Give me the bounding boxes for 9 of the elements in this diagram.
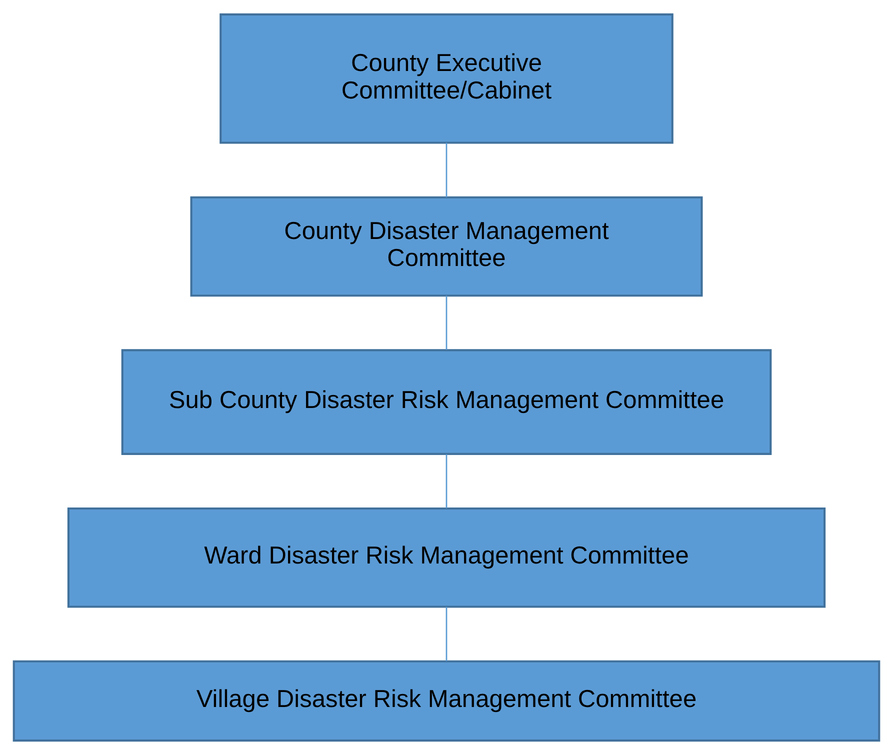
connector bbox=[446, 296, 448, 350]
connector bbox=[446, 142, 448, 198]
node-box: County Executive Committee/Cabinet bbox=[220, 13, 674, 144]
connector bbox=[446, 607, 448, 662]
connector bbox=[446, 454, 448, 508]
node-box: Sub County Disaster Risk Management Committee bbox=[121, 349, 772, 455]
node-box: Ward Disaster Risk Management Committee bbox=[67, 508, 826, 608]
node-box: County Disaster Management Committee bbox=[190, 196, 703, 297]
node-box: Village Disaster Risk Management Committee bbox=[12, 660, 880, 742]
